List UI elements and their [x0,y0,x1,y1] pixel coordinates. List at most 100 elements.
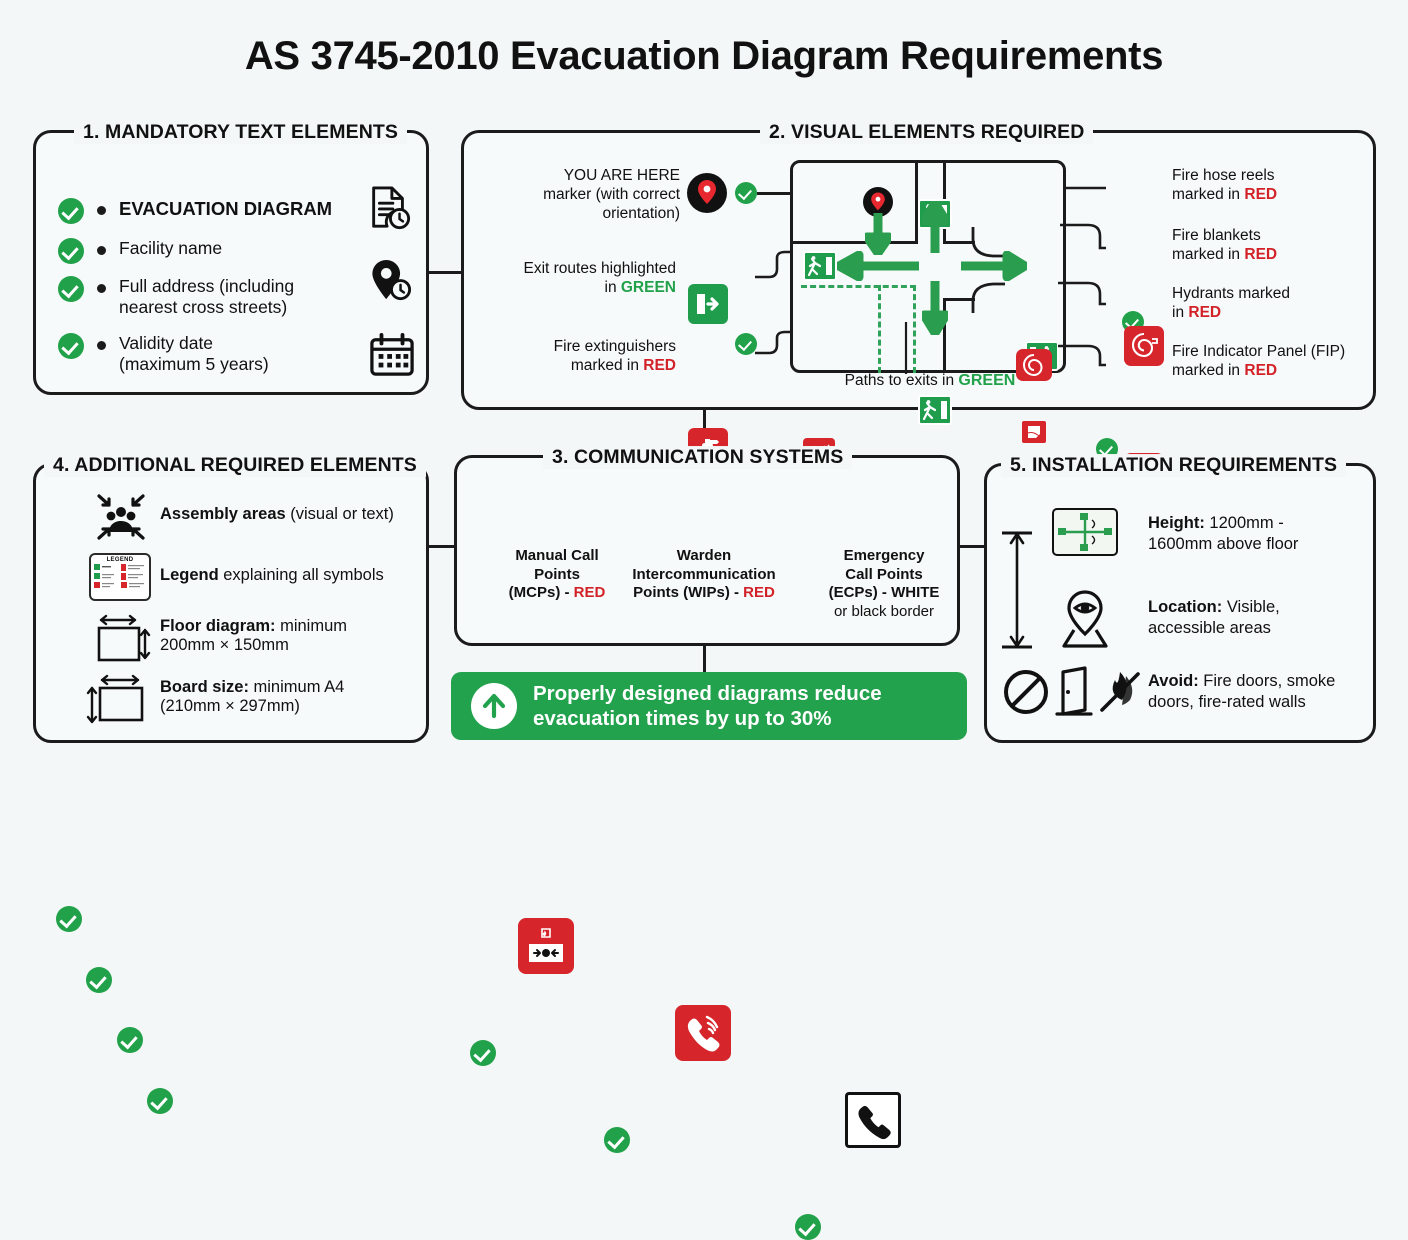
exit-routes-label: Exit routes highlighted in GREEN [523,260,676,296]
fire-hose-reel-icon [1124,326,1164,366]
you-are-here-pin-icon [863,187,893,217]
check-icon [58,198,84,224]
legend-mini-rows [94,564,144,588]
section2-title: 2. VISUAL ELEMENTS REQUIRED [760,121,1094,145]
floorplan-caption: Paths to exits in GREEN [844,372,1016,389]
check-icon [735,333,757,355]
wall [943,298,975,301]
check-icon [86,967,113,993]
list-item: Facility name [58,238,222,264]
door-icon [1055,666,1093,716]
panel-mandatory-text-elements: 1. MANDATORY TEXT ELEMENTS [33,121,429,395]
evacuation-arrow-down-icon [865,213,891,255]
mandatory-item-label-line2: nearest cross streets) [119,297,288,317]
bullet-dot [97,246,106,255]
floor-diagram-label: Floor diagram: minimum 200mm × 150mm [160,617,348,654]
board-size-icon [86,674,144,724]
warden-intercom-icon [675,1005,731,1061]
section3-title: 3. COMMUNICATION SYSTEMS [543,446,853,470]
check-icon [116,1027,143,1053]
page-title: AS 3745-2010 Evacuation Diagram Requirem… [244,34,1164,78]
connector-line [755,330,799,355]
up-arrow-icon [471,683,517,729]
wall [943,298,946,373]
list-item: EVACUATION DIAGRAM [58,198,332,224]
check-icon [470,1040,496,1066]
door-swing-icon [971,227,1005,258]
fire-extinguishers-label: Fire extinguishers marked in RED [553,338,676,374]
you-are-here-label: YOU ARE HERE marker (with correct orient… [543,167,680,222]
evacuation-arrow-right-icon [961,251,1027,281]
fire-hose-reels-label: Fire hose reels marked in RED [1172,167,1278,203]
check-icon [604,1127,630,1153]
door-swing-icon [971,282,1005,313]
infographic-canvas: AS 3745-2010 Evacuation Diagram Requirem… [0,0,1408,768]
mandatory-item-label: Full address (including [119,276,295,296]
connector-s2-s3 [703,410,706,442]
assembly-area-icon [97,494,145,540]
no-fire-icon [1100,672,1140,712]
connector-line [1066,186,1106,190]
section1-title: 1. MANDATORY TEXT ELEMENTS [74,121,407,145]
list-item: Full address (including nearest cross st… [58,276,294,318]
hydrants-label: Hydrants marked in RED [1172,285,1291,321]
mandatory-item-label: EVACUATION DIAGRAM [119,198,333,219]
section4-title: 4. ADDITIONAL REQUIRED ELEMENTS [44,454,426,478]
fire-indicator-panel-label: Fire Indicator Panel (FIP) marked in RED [1172,343,1346,379]
connector-line [755,250,799,279]
list-item: Validity date (maximum 5 years) [58,333,269,375]
check-icon [58,333,84,359]
exit-sign-icon [803,251,837,281]
bullet-dot [97,341,106,350]
bullet-dot [97,206,106,215]
assembly-areas-label: Assembly areas (visual or text) [160,505,394,523]
height-label: Height: 1200mm - 1600mm above floor [1148,514,1299,553]
exit-route-icon [688,284,728,324]
legend-mini-title: LEGEND [106,557,134,563]
manual-call-point-icon [518,918,574,974]
emergency-call-points-label: Emergency Call Points (ECPs) - WHITE or … [828,547,940,620]
you-are-here-pin-icon [687,173,727,213]
evacuation-arrow-left-icon [837,251,919,281]
location-label: Location: Visible, accessible areas [1148,598,1280,637]
manual-call-points-label: Manual Call Points (MCPs) - RED [508,547,606,601]
panel-additional-required-elements: 4. ADDITIONAL REQUIRED ELEMENTS [33,454,429,743]
prohibition-icon [1004,670,1048,714]
vertical-dimension-arrow [1002,531,1032,649]
check-icon [147,1088,174,1114]
dashed-path [878,285,881,373]
fire-blankets-label: Fire blankets marked in RED [1172,227,1278,263]
exit-sign-icon [918,395,952,425]
legend-label: Legend explaining all symbols [160,566,384,584]
legend-icon: LEGEND [89,553,151,601]
mandatory-item-label: Validity date [119,333,214,353]
dashed-path [801,285,916,288]
mandatory-item-label-line2: (maximum 5 years) [119,354,269,374]
check-icon [795,1214,821,1240]
document-clock-icon [372,186,411,230]
check-icon [56,906,82,932]
fire-blanket-icon [1022,421,1046,443]
mandatory-item-label: Facility name [119,238,223,258]
banner-text: Properly designed diagrams reduce evacua… [533,682,882,730]
panel-installation-requirements: 5. INSTALLATION REQUIREMENTS [984,454,1376,743]
wall [943,241,975,244]
evacuation-arrow-up-icon [922,201,948,253]
connector-line [757,192,793,195]
check-icon [58,238,84,264]
section5-title: 5. INSTALLATION REQUIREMENTS [1001,454,1347,478]
floor-plan-diagram [790,160,1066,550]
location-clock-icon [372,260,412,301]
calendar-icon [370,333,414,376]
highlight-banner: Properly designed diagrams reduce evacua… [451,672,967,740]
wall [915,163,918,244]
connector-line [1060,223,1106,250]
connector-line [1058,344,1106,367]
bullet-dot [97,284,106,293]
fire-hose-reel-icon [1016,349,1052,381]
connector-s4-s3 [429,545,454,548]
caption-leader-line [904,322,908,374]
connector-s3-banner [703,646,706,672]
check-icon [735,182,757,204]
connector-line [1058,281,1106,306]
